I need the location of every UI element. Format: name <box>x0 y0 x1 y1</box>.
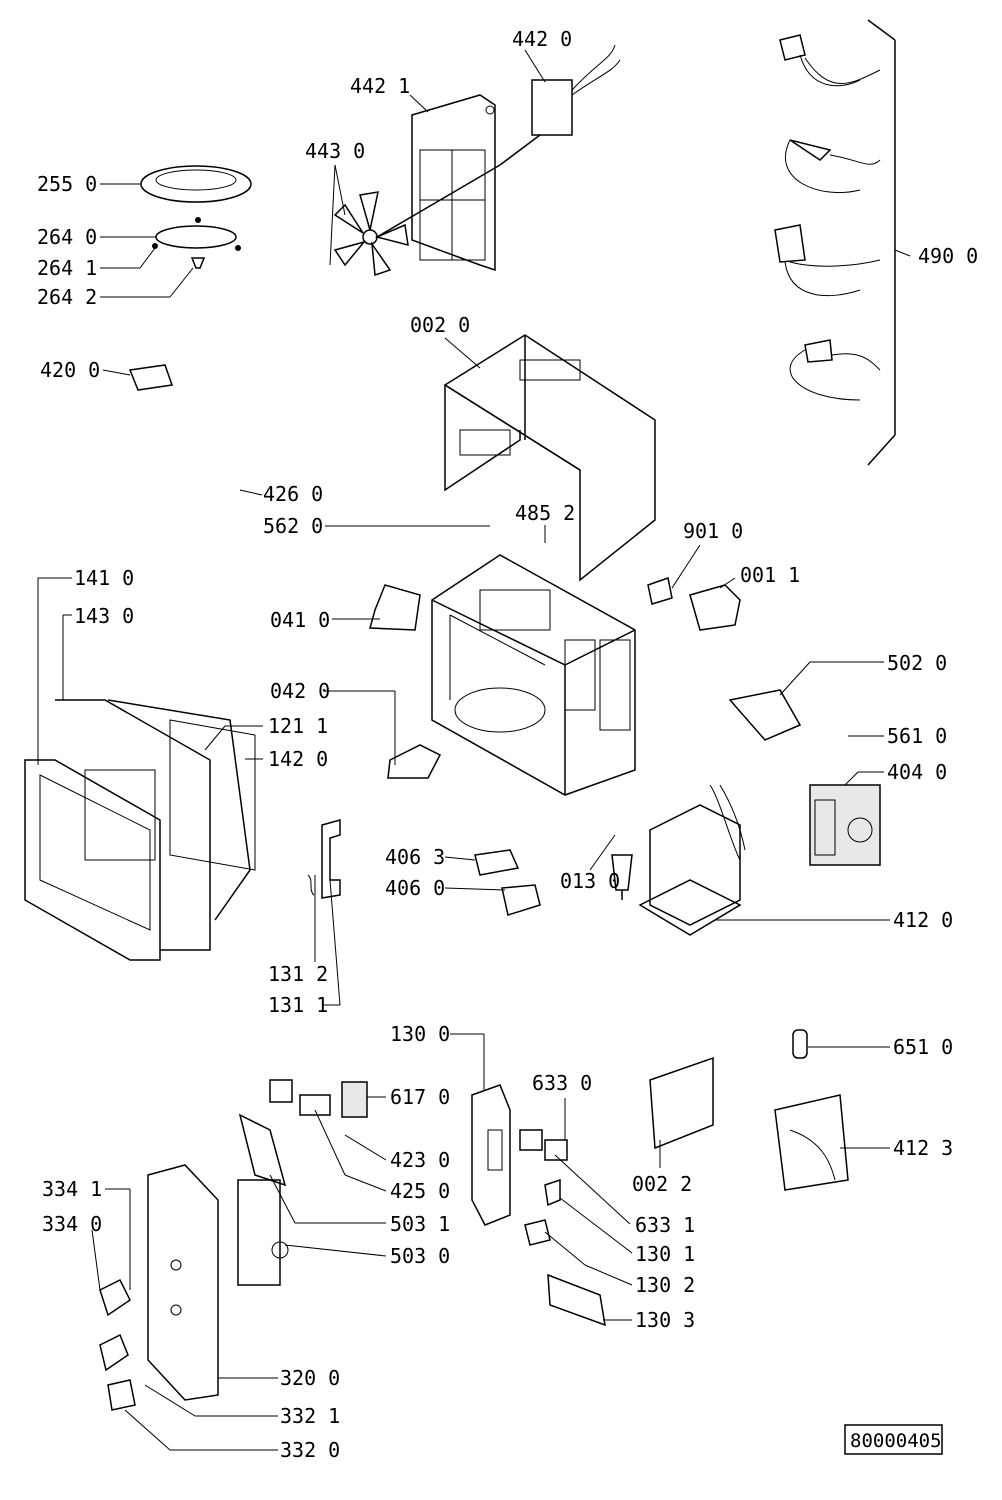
label-490-0: 490 0 <box>918 244 978 268</box>
switches-group-part <box>269 1079 368 1118</box>
label-406-3: 406 3 <box>385 845 445 869</box>
label-143-0: 143 0 <box>74 604 134 628</box>
fan-blade-part <box>333 164 501 277</box>
part-labels: 442 0 442 1 443 0 255 0 264 0 264 1 264 … <box>37 27 978 1462</box>
fan-housing-part <box>411 94 496 272</box>
motor-013-part <box>611 854 633 900</box>
oven-cavity-part <box>431 554 636 796</box>
magnetron-part <box>809 784 881 866</box>
label-420-0: 420 0 <box>40 358 100 382</box>
label-130-2: 130 2 <box>635 1273 695 1297</box>
label-334-1: 334 1 <box>42 1177 102 1201</box>
capacitor-part <box>128 364 174 391</box>
label-503-0: 503 0 <box>390 1244 450 1268</box>
label-264-0: 264 0 <box>37 225 97 249</box>
lever-130-1-part <box>544 1178 561 1207</box>
label-264-1: 264 1 <box>37 256 97 280</box>
roller-ring-part <box>152 217 241 269</box>
label-633-1: 633 1 <box>635 1213 695 1237</box>
knob-lower-part <box>99 1333 129 1372</box>
waveguide-cover-412-3-part <box>774 1094 849 1191</box>
latch-hook-part <box>307 819 341 899</box>
door-part <box>24 699 256 961</box>
label-423-0: 423 0 <box>390 1148 450 1172</box>
label-562-0: 562 0 <box>263 514 323 538</box>
label-332-1: 332 1 <box>280 1404 340 1428</box>
interlock-bracket-part <box>238 1113 287 1187</box>
label-404-0: 404 0 <box>887 760 947 784</box>
bracket-042-part <box>387 744 442 779</box>
power-cord-set <box>774 19 896 466</box>
thermal-fuse-part <box>647 577 741 631</box>
label-001-1: 001 1 <box>740 563 800 587</box>
label-485-2: 485 2 <box>515 501 575 525</box>
label-041-0: 041 0 <box>270 608 330 632</box>
label-561-0: 561 0 <box>887 724 947 748</box>
label-334-0: 334 0 <box>42 1212 102 1236</box>
label-442-0: 442 0 <box>512 27 572 51</box>
timer-switch-part <box>237 1179 289 1286</box>
label-503-1: 503 1 <box>390 1212 450 1236</box>
label-617-0: 617 0 <box>390 1085 450 1109</box>
label-130-0: 130 0 <box>390 1022 450 1046</box>
microswitch-633-part <box>519 1129 568 1161</box>
label-002-2: 002 2 <box>632 1172 692 1196</box>
button-332-part <box>107 1379 136 1411</box>
label-425-0: 425 0 <box>390 1179 450 1203</box>
label-131-1: 131 1 <box>268 993 328 1017</box>
label-442-1: 442 1 <box>350 74 410 98</box>
label-131-2: 131 2 <box>268 962 328 986</box>
label-130-3: 130 3 <box>635 1308 695 1332</box>
label-042-0: 042 0 <box>270 679 330 703</box>
label-013-0: 013 0 <box>560 869 620 893</box>
label-002-0: 002 0 <box>410 313 470 337</box>
cover-plate-002-2-part <box>649 1056 714 1150</box>
outer-case-part <box>443 334 656 582</box>
label-406-0: 406 0 <box>385 876 445 900</box>
leader-lines <box>37 49 911 1451</box>
label-412-3: 412 3 <box>893 1136 953 1160</box>
control-panel-part <box>147 1164 219 1401</box>
circuit-board-502-part <box>728 689 802 741</box>
label-264-2: 264 2 <box>37 285 97 309</box>
lamp-651-part <box>792 1029 808 1059</box>
document-number: 80000405 <box>850 1430 942 1452</box>
turntable-plate-part <box>140 165 252 203</box>
label-130-1: 130 1 <box>635 1242 695 1266</box>
label-426-0: 426 0 <box>263 482 323 506</box>
label-412-0: 412 0 <box>893 908 953 932</box>
label-633-0: 633 0 <box>532 1071 592 1095</box>
plate-406-3-part <box>474 849 520 876</box>
label-142-0: 142 0 <box>268 747 328 771</box>
motor-406-0-part <box>501 884 541 916</box>
latch-housing-part <box>471 1084 511 1226</box>
bracket-041-part <box>369 584 421 631</box>
label-255-0: 255 0 <box>37 172 97 196</box>
bar-130-3-part <box>547 1273 606 1327</box>
label-901-0: 901 0 <box>683 519 743 543</box>
knob-upper-part <box>99 1278 131 1317</box>
label-443-0: 443 0 <box>305 139 365 163</box>
transformer-part <box>638 784 746 936</box>
label-651-0: 651 0 <box>893 1035 953 1059</box>
label-320-0: 320 0 <box>280 1366 340 1390</box>
lever-130-2-part <box>524 1219 551 1246</box>
label-141-0: 141 0 <box>74 566 134 590</box>
fan-motor-part <box>499 44 621 166</box>
document-number-box: 80000405 <box>844 1424 943 1455</box>
label-332-0: 332 0 <box>280 1438 340 1462</box>
label-121-1: 121 1 <box>268 714 328 738</box>
label-502-0: 502 0 <box>887 651 947 675</box>
